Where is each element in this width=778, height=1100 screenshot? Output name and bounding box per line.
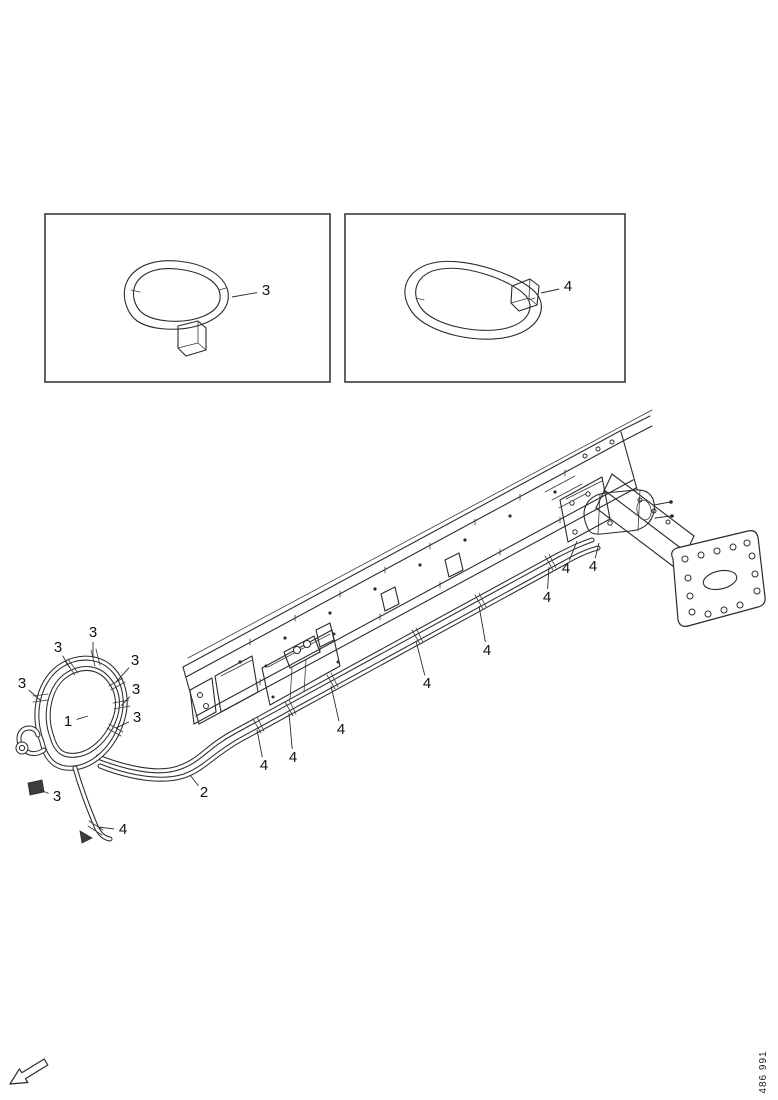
flange-ticks-bottom <box>259 516 561 686</box>
callout-label-4: 4 <box>483 642 491 659</box>
left-end-bracket <box>189 655 259 725</box>
end-plate-bolt-holes <box>681 539 761 618</box>
detail-box-frame <box>344 213 626 383</box>
callout-leader <box>115 667 130 683</box>
detail-box-cable-tie-large <box>344 213 626 383</box>
web-hatch <box>544 475 590 509</box>
callout-label-3: 3 <box>54 639 62 656</box>
callout-label-3: 3 <box>53 788 61 805</box>
callout-leader <box>540 288 560 294</box>
callout-leader <box>288 712 293 750</box>
callout-label-3: 3 <box>262 282 270 299</box>
callout-label-2: 2 <box>200 784 208 801</box>
droop-cable-tie <box>79 820 104 844</box>
callout-leader <box>415 640 426 676</box>
callout-leader <box>330 685 340 722</box>
callout-label-1: 1 <box>64 713 72 730</box>
callout-leader <box>115 721 130 729</box>
right-junction-assembly <box>559 476 674 543</box>
callout-leader <box>62 655 71 669</box>
callout-leader <box>547 566 550 590</box>
callout-label-4: 4 <box>289 749 297 766</box>
callout-leader <box>231 292 258 298</box>
callout-label-4: 4 <box>260 757 268 774</box>
callout-label-3: 3 <box>132 681 140 698</box>
cable-tie-large-icon <box>404 260 542 340</box>
callout-leader <box>594 542 600 559</box>
callout-leader <box>28 689 41 701</box>
run-cable-ties <box>252 553 557 734</box>
end-plate <box>671 530 766 627</box>
callout-leader <box>37 788 49 794</box>
callout-label-4: 4 <box>119 821 127 838</box>
callout-leader <box>120 696 131 707</box>
callout-label-4: 4 <box>337 721 345 738</box>
cylinder-end <box>636 499 652 521</box>
callout-leader <box>256 729 263 758</box>
top-flange-bolts <box>582 439 615 459</box>
callout-label-3: 3 <box>89 624 97 641</box>
callout-leader <box>478 605 486 643</box>
callout-leader <box>97 826 115 830</box>
callout-leader <box>568 540 578 561</box>
hose-run <box>95 537 601 782</box>
flange-ticks-top <box>249 469 566 646</box>
detail-box-frame <box>44 213 331 383</box>
callout-label-3: 3 <box>18 675 26 692</box>
hose-loop-assembly <box>15 655 128 842</box>
callout-label-3: 3 <box>131 652 139 669</box>
cable-tie-small-icon <box>123 260 229 357</box>
frame-rail <box>182 409 653 725</box>
direction-arrow-icon <box>9 1058 49 1085</box>
callout-label-4: 4 <box>423 675 431 692</box>
rivet-dots <box>238 490 557 664</box>
callout-label-4: 4 <box>562 560 570 577</box>
callout-label-4: 4 <box>543 589 551 606</box>
mid-valve-bracket <box>261 629 341 706</box>
callout-label-4: 4 <box>589 558 597 575</box>
callout-label-4: 4 <box>564 278 572 295</box>
figure-number: 486 991 <box>758 1050 769 1093</box>
callout-leader <box>189 774 199 787</box>
detail-box-cable-tie-small <box>44 213 331 383</box>
callout-leader <box>76 715 89 720</box>
loop-bottom-clip <box>27 779 45 796</box>
callout-label-3: 3 <box>133 709 141 726</box>
end-plate-center-hole <box>702 569 738 591</box>
